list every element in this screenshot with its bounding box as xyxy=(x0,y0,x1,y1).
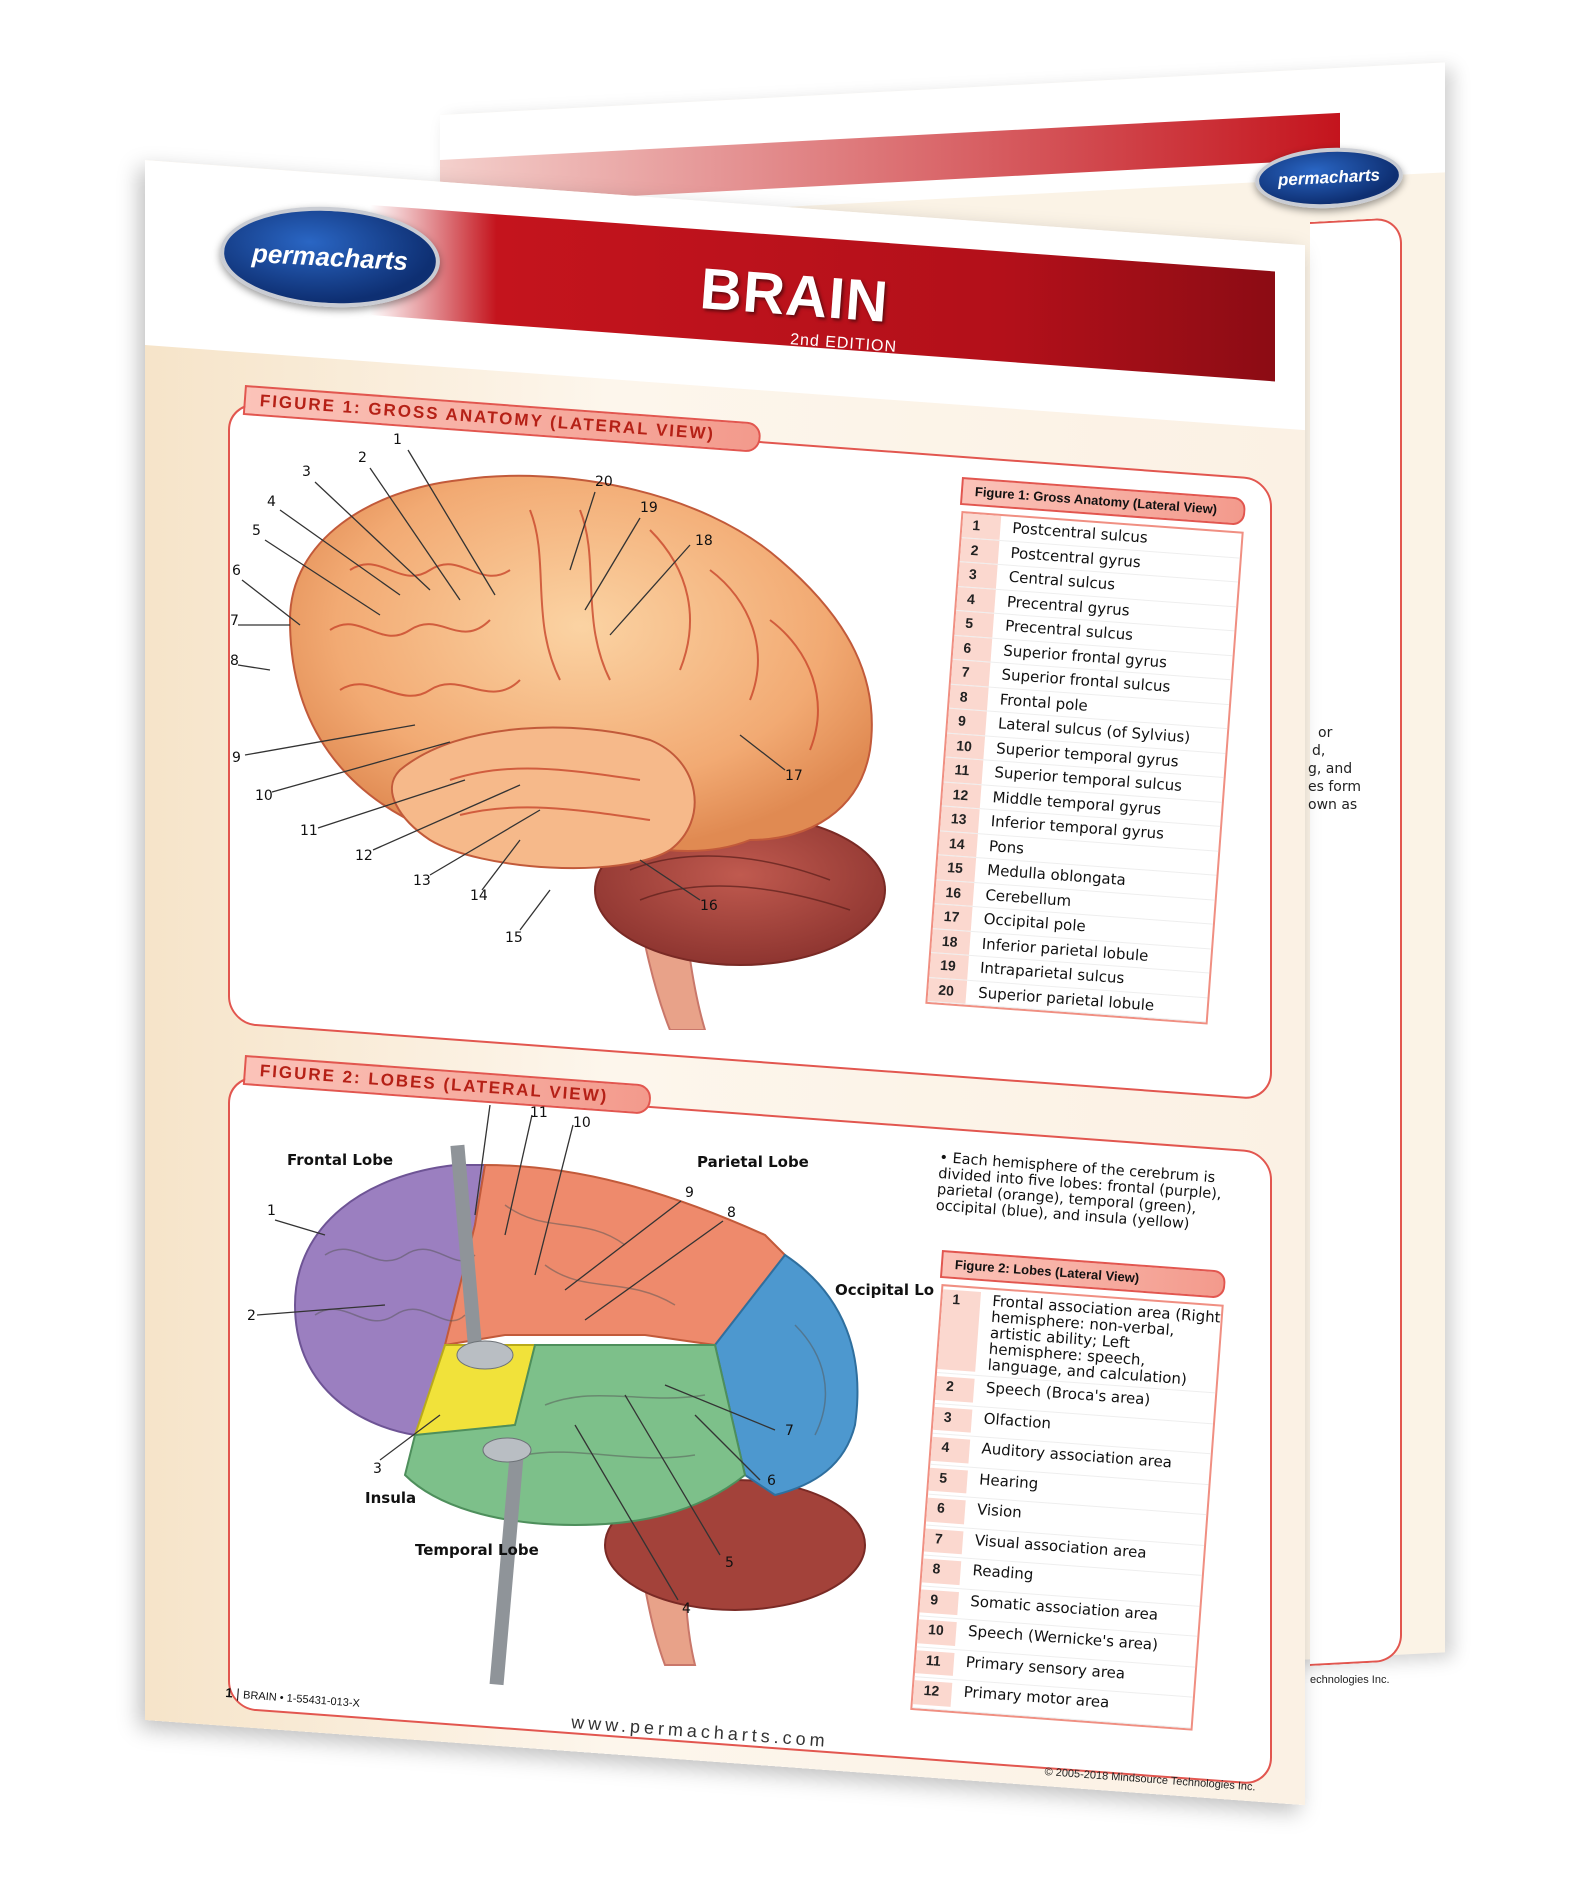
legend-number: 1 xyxy=(961,513,1002,540)
legend-number: 8 xyxy=(921,1558,962,1585)
legend-number: 20 xyxy=(927,977,968,1004)
svg-text:1: 1 xyxy=(393,432,402,448)
legend-number: 15 xyxy=(936,855,977,882)
svg-text:7: 7 xyxy=(785,1423,794,1439)
svg-text:4: 4 xyxy=(267,494,276,510)
legend-number: 14 xyxy=(938,830,978,858)
legend-number: 19 xyxy=(929,953,969,980)
legend-number: 17 xyxy=(932,904,973,931)
legend-number: 11 xyxy=(943,757,984,784)
back-text-fragment: g, and xyxy=(1308,761,1353,777)
svg-text:2: 2 xyxy=(358,450,367,466)
svg-text:10: 10 xyxy=(573,1115,591,1131)
back-text-fragment: or xyxy=(1318,725,1333,741)
legend-number: 18 xyxy=(931,928,971,955)
legend-number: 3 xyxy=(932,1406,973,1433)
logo-text: permacharts xyxy=(1277,165,1381,190)
occipital-lobe-label: Occipital Lobe xyxy=(835,1281,935,1299)
legend-number: 7 xyxy=(923,1528,964,1555)
svg-text:9: 9 xyxy=(685,1185,694,1201)
svg-text:13: 13 xyxy=(413,873,431,889)
svg-text:6: 6 xyxy=(232,563,241,579)
figure1-legend: Figure 1: Gross Anatomy (Lateral View) 1… xyxy=(923,477,1247,1025)
legend-number: 12 xyxy=(941,781,982,809)
svg-text:10: 10 xyxy=(255,788,273,804)
svg-text:5: 5 xyxy=(725,1555,734,1571)
back-text-fragment: d, xyxy=(1312,743,1326,759)
temporal-lobe xyxy=(390,726,696,870)
back-text-fragment: own as xyxy=(1308,797,1358,813)
legend-number: 2 xyxy=(935,1375,975,1403)
svg-text:12: 12 xyxy=(355,848,373,864)
svg-text:3: 3 xyxy=(373,1461,382,1477)
svg-text:7: 7 xyxy=(230,613,239,629)
legend-number: 10 xyxy=(917,1619,957,1646)
temporal-lobe xyxy=(403,1344,747,1527)
parietal-lobe-label: Parietal Lobe xyxy=(697,1153,809,1171)
frontal-lobe-label: Frontal Lobe xyxy=(287,1151,393,1169)
figure2-lobes-illustration: 12 11 10 9 8 1 2 3 7 6 5 4 Frontal Lobe … xyxy=(247,1105,935,1686)
svg-text:19: 19 xyxy=(640,500,658,516)
svg-text:20: 20 xyxy=(595,474,613,490)
svg-text:9: 9 xyxy=(232,750,241,766)
legend-number: 13 xyxy=(940,806,980,833)
legend-number: 7 xyxy=(950,659,991,687)
svg-text:16: 16 xyxy=(700,898,718,914)
back-panel-section-frame xyxy=(1310,217,1402,1667)
legend-number: 6 xyxy=(952,635,993,662)
svg-text:4: 4 xyxy=(682,1601,691,1617)
page-number: 1 xyxy=(224,1685,234,1701)
back-text-fragment: es form xyxy=(1308,779,1361,795)
occipital-lobe xyxy=(713,1253,859,1497)
svg-text:11: 11 xyxy=(300,823,318,839)
svg-text:5: 5 xyxy=(252,523,261,539)
svg-text:11: 11 xyxy=(530,1105,548,1121)
temporal-lobe-label: Temporal Lobe xyxy=(415,1541,539,1559)
legend-number: 5 xyxy=(928,1467,968,1494)
legend-number: 4 xyxy=(930,1436,971,1464)
svg-text:15: 15 xyxy=(505,930,523,946)
legend-number: 9 xyxy=(919,1588,960,1616)
legend-number: 8 xyxy=(949,684,989,711)
legend-number: 6 xyxy=(926,1497,966,1524)
legend-number: 16 xyxy=(934,879,975,906)
legend-number: 12 xyxy=(912,1680,953,1707)
svg-text:14: 14 xyxy=(470,888,488,904)
page-title: BRAIN xyxy=(697,256,891,335)
svg-text:17: 17 xyxy=(785,768,803,784)
legend-number: 1 xyxy=(937,1289,982,1372)
svg-text:1: 1 xyxy=(267,1203,276,1219)
back-copyright: echnologies Inc. xyxy=(1310,1674,1390,1686)
legend-label: Frontal association area (Right hemisphe… xyxy=(987,1291,1222,1389)
parietal-lobe xyxy=(443,1163,787,1347)
legend-number: 3 xyxy=(958,562,998,589)
legend-number: 11 xyxy=(914,1649,955,1676)
svg-text:2: 2 xyxy=(247,1308,256,1324)
retractor-upper xyxy=(450,1144,514,1370)
svg-text:12: 12 xyxy=(485,1105,503,1109)
retractor-lower xyxy=(482,1437,532,1686)
legend-number: 9 xyxy=(947,708,987,735)
legend-number: 4 xyxy=(956,586,996,613)
insula-label: Insula xyxy=(365,1489,416,1507)
legend-number: 10 xyxy=(945,733,986,760)
svg-text:8: 8 xyxy=(230,653,239,669)
figure1-brain-illustration: 1 2 3 4 5 6 7 8 9 10 11 12 13 14 15 16 1… xyxy=(230,432,886,1030)
svg-text:18: 18 xyxy=(695,533,713,549)
svg-text:3: 3 xyxy=(302,464,311,480)
legend-number: 5 xyxy=(954,610,995,638)
legend-number: 2 xyxy=(959,537,1000,564)
svg-text:8: 8 xyxy=(727,1205,736,1221)
svg-text:6: 6 xyxy=(767,1473,776,1489)
logo-text: permacharts xyxy=(251,237,409,276)
